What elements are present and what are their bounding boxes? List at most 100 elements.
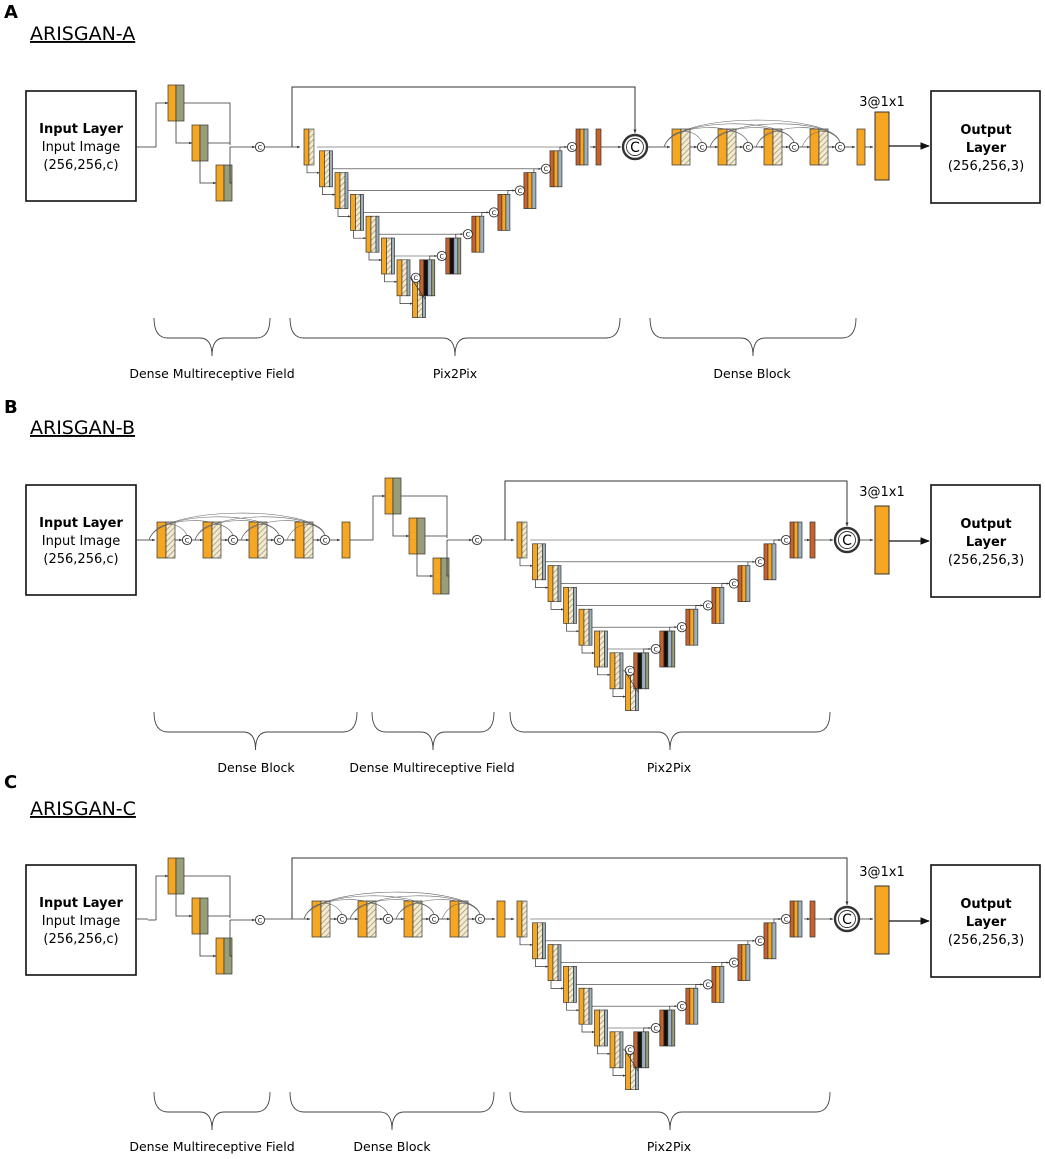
input-layer-box: Input Layer Input Image (256,256,c) — [25, 864, 137, 976]
segment-brace — [289, 1091, 495, 1131]
segment-brace — [509, 1091, 831, 1131]
concat-node-label: C — [732, 580, 737, 588]
segment-label-2: Dense Multireceptive Field — [349, 760, 514, 775]
concat-node-label: C — [706, 981, 711, 989]
mrf-conv-orange — [432, 557, 442, 595]
decoder-final-conv — [809, 900, 816, 938]
concat-node — [696, 141, 708, 153]
decoder-dropout — [431, 259, 436, 297]
concat-node-label: C — [680, 1003, 685, 1011]
bottleneck-link — [410, 277, 426, 300]
input-layer-title: Input Layer — [39, 516, 123, 531]
decoder-block — [579, 128, 585, 166]
concat-node-label: C — [518, 187, 523, 195]
dense-conv-hatched — [726, 128, 737, 166]
concat-node-label: C — [475, 536, 480, 544]
concat-node-label: C — [277, 536, 282, 544]
dense-skip-arc — [303, 891, 481, 920]
mrf-merge — [229, 147, 232, 184]
encoder-conv-orange — [609, 1031, 616, 1069]
concat-node — [273, 534, 285, 546]
decoder-up-link — [643, 1026, 652, 1032]
concat-node-label: C — [231, 536, 236, 544]
encoder-conv-orange — [578, 987, 585, 1025]
encoder-norm — [573, 587, 577, 624]
decoder-norm — [797, 521, 803, 559]
panel-a: A ARISGAN-A Input Layer Input Image (256… — [4, 2, 1041, 381]
output-layer-box: Output Layer (256,256,3) — [930, 90, 1041, 204]
conv-1x1-label: 3@1x1 — [859, 865, 905, 880]
decoder-norm — [641, 1031, 647, 1069]
concat-node-label: C — [413, 274, 418, 282]
decoder-up-link — [695, 604, 704, 610]
concat-node — [336, 913, 348, 925]
segment-label-1: Dense Multireceptive Field — [129, 366, 294, 381]
dense-skip-arc — [663, 119, 841, 148]
encoder-norm — [588, 987, 593, 1025]
dense-conv-hatched — [458, 900, 469, 938]
decoder-block — [663, 1009, 669, 1047]
output-layer-shape: (256,256,3) — [948, 159, 1024, 174]
concat-node-label: C — [185, 536, 190, 544]
input-layer-title: Input Layer — [39, 896, 123, 911]
concat-node-label: C — [627, 667, 632, 675]
concat-node-label: C — [478, 915, 483, 923]
concat-node-label: C — [680, 624, 685, 632]
encoder-down-link — [612, 1067, 626, 1077]
panel-letter: C — [4, 772, 17, 793]
encoder-conv-orange — [609, 652, 616, 690]
decoder-norm — [771, 922, 777, 960]
segment-brace — [509, 711, 831, 751]
concat-node-large-inner — [838, 910, 856, 928]
encoder-norm — [329, 150, 333, 188]
concat-node-label: C — [732, 959, 737, 967]
decoder-norm — [693, 608, 699, 646]
decoder-up-link — [773, 917, 782, 923]
encoder-conv-orange — [594, 630, 600, 668]
decoder-up-link — [481, 211, 490, 217]
encoder-conv-orange — [319, 150, 325, 188]
segment-label-2: Pix2Pix — [433, 366, 477, 381]
mrf-conv-olive — [199, 897, 209, 935]
dense-transition-conv — [341, 521, 351, 559]
dense-conv-hatched — [412, 900, 423, 938]
decoder-norm — [745, 565, 751, 602]
concat-node-label: C — [784, 536, 789, 544]
encoder-norm — [360, 194, 364, 231]
concat-node — [474, 913, 486, 925]
dense-transition-conv — [856, 128, 866, 166]
mrf-conv-orange — [408, 517, 418, 555]
encoder-down-link — [322, 186, 336, 196]
encoder-norm — [604, 630, 608, 668]
encoder-conv-hatched — [386, 237, 392, 275]
encoder-norm — [391, 237, 395, 275]
decoder-dropout — [457, 237, 462, 275]
encoder-conv-hatched — [614, 1031, 621, 1069]
mrf-conv-orange — [215, 164, 225, 202]
decoder-final-conv — [809, 521, 816, 559]
encoder-down-link — [597, 667, 611, 676]
encoder-conv-hatched — [599, 630, 605, 668]
encoder-conv-hatched — [537, 543, 543, 581]
decoder-norm — [531, 172, 537, 209]
concat-node — [702, 979, 713, 990]
mrf-merge — [401, 495, 448, 538]
concat-node — [780, 913, 792, 925]
encoder-norm — [542, 543, 546, 581]
panel-title: ARISGAN-C — [30, 798, 136, 820]
mrf-merge — [184, 875, 231, 918]
output-layer-title-2: Layer — [966, 141, 1007, 156]
encoder-down-link — [353, 230, 367, 240]
decoder-up-link — [721, 582, 730, 588]
encoder-conv-hatched — [614, 652, 621, 690]
mrf-branch — [199, 161, 217, 185]
decoder-norm — [771, 543, 777, 581]
decoder-block — [553, 150, 559, 188]
dense-conv-hatched — [772, 128, 783, 166]
encoder-down-link — [306, 165, 320, 174]
mrf-conv-olive — [199, 124, 209, 162]
decoder-norm — [667, 1009, 673, 1047]
decoder-block — [689, 608, 695, 646]
encoder-conv-orange — [350, 194, 356, 231]
decoder-norm — [583, 128, 589, 166]
